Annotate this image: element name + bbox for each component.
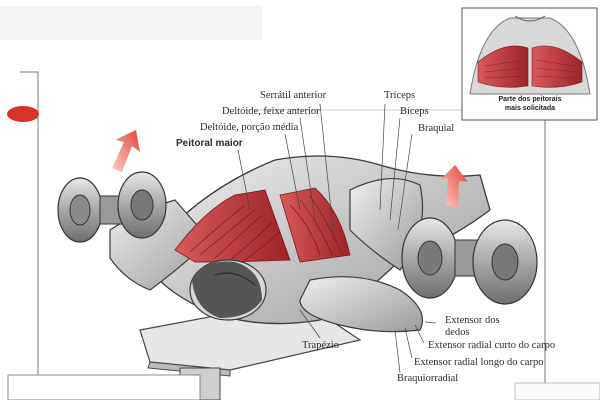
red-oval-marker-icon [7, 106, 39, 122]
label-braquial: Braquial [418, 123, 455, 134]
inset-caption-line1: Parte dos peitorais [498, 96, 562, 103]
header-box [0, 6, 262, 40]
pectoral-muscles [174, 187, 351, 263]
label-deltoide-porcao-media: Deltóide, porção média [200, 122, 299, 133]
bottom-box-right [514, 382, 600, 400]
leader-lines [237, 103, 437, 374]
label-trapezio: Trapézio [302, 340, 339, 351]
red-up-arrow-icon [440, 165, 468, 208]
frame-line-left [20, 71, 39, 400]
right-dumbbell [401, 217, 538, 305]
label-extensor-radial-longo: Extensor radial longo do carpo [414, 357, 544, 368]
label-extensor-radial-curto: Extensor radial curto do carpo [428, 340, 556, 351]
label-triceps: Tríceps [384, 90, 416, 101]
label-extensor-dos-dedos: Extensor dos dedos [445, 315, 500, 338]
inset-chest-diagram [461, 7, 598, 121]
label-serratil-anterior: Serrátil anterior [260, 90, 327, 101]
inset-caption-line2: mais solicitada [504, 104, 556, 112]
label-peitoral-maior: Peitoral maior [176, 138, 243, 149]
bottom-box-left [7, 374, 201, 400]
label-deltoide-feixe-anterior: Deltóide, feixe anterior [222, 106, 320, 117]
red-up-arrow-icon [112, 130, 140, 172]
label-braquiorradial: Braquiorradial [397, 373, 459, 384]
left-dumbbell [57, 171, 167, 243]
label-biceps: Bíceps [400, 106, 429, 117]
inset-caption: Parte dos peitorais mais solicitada [470, 96, 590, 114]
athlete-head [189, 259, 267, 321]
